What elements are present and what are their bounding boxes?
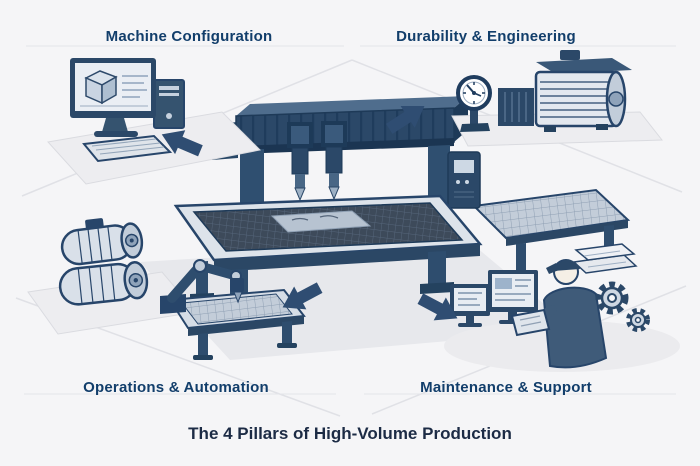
cnc-machine-illustration (140, 96, 631, 360)
gears-icon (595, 281, 650, 332)
spindle-head-icon (321, 121, 347, 211)
label-rule-lines (24, 45, 676, 395)
spindle-head-icon (287, 122, 313, 212)
durability-engineering-illustration (451, 50, 664, 147)
pressure-gauge-icon (456, 75, 492, 132)
conveyor-table-icon (471, 188, 631, 276)
pillar-label-durability-engineering: Durability & Engineering (396, 28, 576, 45)
control-cabinet-icon (447, 151, 481, 209)
pillar-label-operations-automation: Operations & Automation (83, 379, 269, 396)
robotic-arm-icon (160, 259, 306, 360)
pc-tower-icon (153, 79, 185, 129)
maintenance-support-illustration (444, 243, 680, 372)
tablet-icon (510, 308, 551, 337)
monitor-icon (70, 58, 156, 137)
gantry-column-left (240, 149, 264, 212)
keyboard-icon (82, 134, 173, 163)
machine-configuration-illustration (47, 58, 262, 185)
operations-automation-illustration (27, 218, 306, 360)
technician-icon (510, 259, 608, 369)
workpiece-sheet (270, 210, 372, 233)
industrial-machine-icon (498, 50, 632, 132)
documents-stack-icon (572, 243, 638, 274)
diagram-title: The 4 Pillars of High-Volume Production (188, 424, 512, 443)
pillar-label-maintenance-support: Maintenance & Support (420, 379, 592, 396)
cad-cube-icon (84, 70, 118, 105)
motors-icon (58, 218, 149, 306)
pillar-label-machine-configuration: Machine Configuration (105, 28, 273, 45)
gantry-column-right (428, 145, 450, 207)
machine-floor-shadow (140, 242, 575, 360)
machine-bed (173, 194, 483, 310)
